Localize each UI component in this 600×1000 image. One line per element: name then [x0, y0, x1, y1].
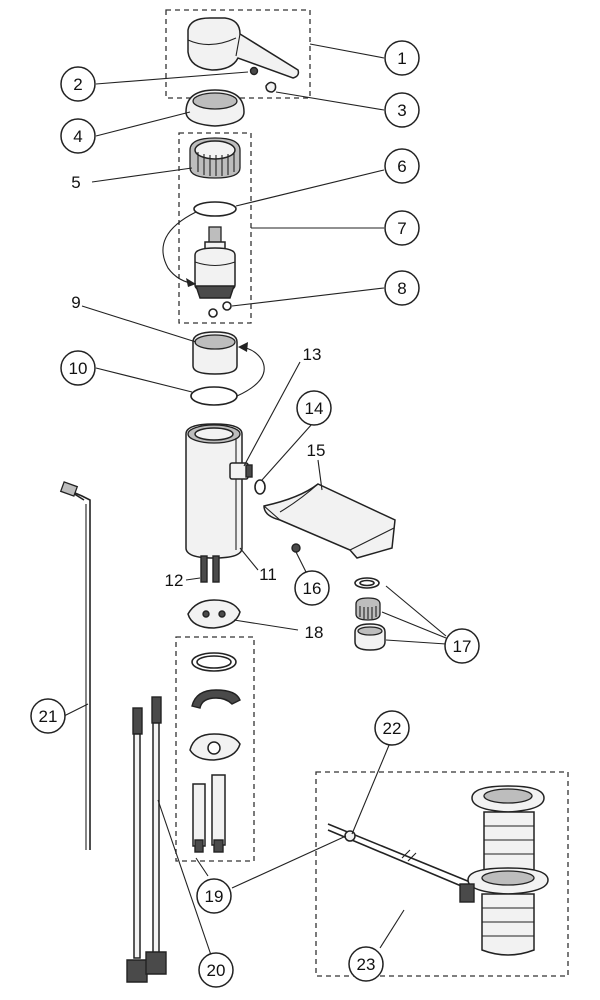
callouts: 1 2 3 4 5 6 7 8 9 10 11 12 13 14 15 16 1… — [30, 40, 480, 988]
callout-21-label: 21 — [39, 707, 58, 726]
callout-5: 5 — [71, 173, 80, 192]
callout-17-label: 17 — [453, 637, 472, 656]
callout-16-label: 16 — [303, 579, 322, 598]
pull-rod — [59, 481, 91, 850]
callout-4-label: 4 — [73, 127, 82, 146]
callout-11-label: 11 — [259, 565, 277, 584]
threaded-studs — [200, 555, 220, 583]
callout-4: 4 — [60, 118, 96, 154]
ring-nut — [189, 137, 241, 179]
callout-7-label: 7 — [397, 219, 406, 238]
aerator-set — [354, 577, 386, 651]
callout-14: 14 — [296, 390, 332, 426]
cartridge-arrow — [162, 211, 197, 285]
lever-handle — [187, 17, 300, 79]
spout-connector — [229, 462, 253, 480]
dome-shroud — [185, 89, 245, 127]
cartridge — [194, 226, 236, 299]
waste-group-box — [315, 771, 569, 977]
callout-5-label: 5 — [71, 173, 80, 192]
callout-9: 9 — [71, 293, 80, 312]
callout-23: 23 — [348, 946, 384, 982]
callout-2: 2 — [60, 66, 96, 102]
callout-7: 7 — [384, 210, 420, 246]
spout — [263, 483, 396, 559]
callout-17: 17 — [444, 628, 480, 664]
callout-1-label: 1 — [397, 49, 406, 68]
callout-1: 1 — [384, 40, 420, 76]
callout-13: 13 — [303, 345, 322, 364]
callout-9-label: 9 — [71, 293, 80, 312]
sleeve-o-ring — [190, 386, 238, 406]
callout-14-label: 14 — [305, 399, 324, 418]
callout-15-label: 15 — [307, 441, 326, 460]
base-plate — [187, 599, 241, 629]
callout-6: 6 — [384, 148, 420, 184]
cartridge-o-ring — [193, 201, 237, 217]
sleeve-arrow — [236, 346, 265, 397]
callout-3-label: 3 — [397, 101, 406, 120]
adapter-sleeve — [192, 331, 238, 375]
spout-grub-screw — [291, 543, 301, 553]
grub-screw — [249, 66, 259, 76]
fixing-kit-group-box — [175, 636, 255, 862]
callout-23-label: 23 — [357, 955, 376, 974]
callout-10: 10 — [60, 350, 96, 386]
seal-right — [222, 301, 232, 311]
callout-16: 16 — [294, 570, 330, 606]
callout-8: 8 — [384, 270, 420, 306]
handle-group-box — [165, 9, 311, 99]
callout-2-label: 2 — [73, 75, 82, 94]
callout-18-label: 18 — [305, 623, 324, 642]
seal-left — [208, 308, 218, 318]
callout-3: 3 — [384, 92, 420, 128]
callout-18: 18 — [305, 623, 324, 642]
faucet-body — [185, 423, 243, 559]
fixing-kit — [189, 652, 241, 853]
spout-o-ring — [254, 479, 266, 495]
callout-20: 20 — [198, 952, 234, 988]
callout-12-label: 12 — [165, 571, 184, 590]
callout-19-label: 19 — [205, 887, 224, 906]
cartridge-arrow-head — [186, 278, 196, 287]
callout-22-label: 22 — [383, 719, 402, 738]
callout-10-label: 10 — [69, 359, 88, 378]
callout-13-label: 13 — [303, 345, 322, 364]
sleeve-arrow-head — [238, 342, 248, 352]
flexible-hoses — [126, 696, 167, 983]
callout-15: 15 — [307, 441, 326, 460]
callout-22: 22 — [374, 710, 410, 746]
callout-12: 12 — [165, 571, 184, 590]
callout-6-label: 6 — [397, 157, 406, 176]
callout-19: 19 — [196, 878, 232, 914]
leader-lines — [63, 43, 447, 959]
callout-20-label: 20 — [207, 961, 226, 980]
handle-cap — [265, 81, 277, 93]
callout-11: 11 — [259, 565, 277, 584]
callout-8-label: 8 — [397, 279, 406, 298]
callout-21: 21 — [30, 698, 66, 734]
